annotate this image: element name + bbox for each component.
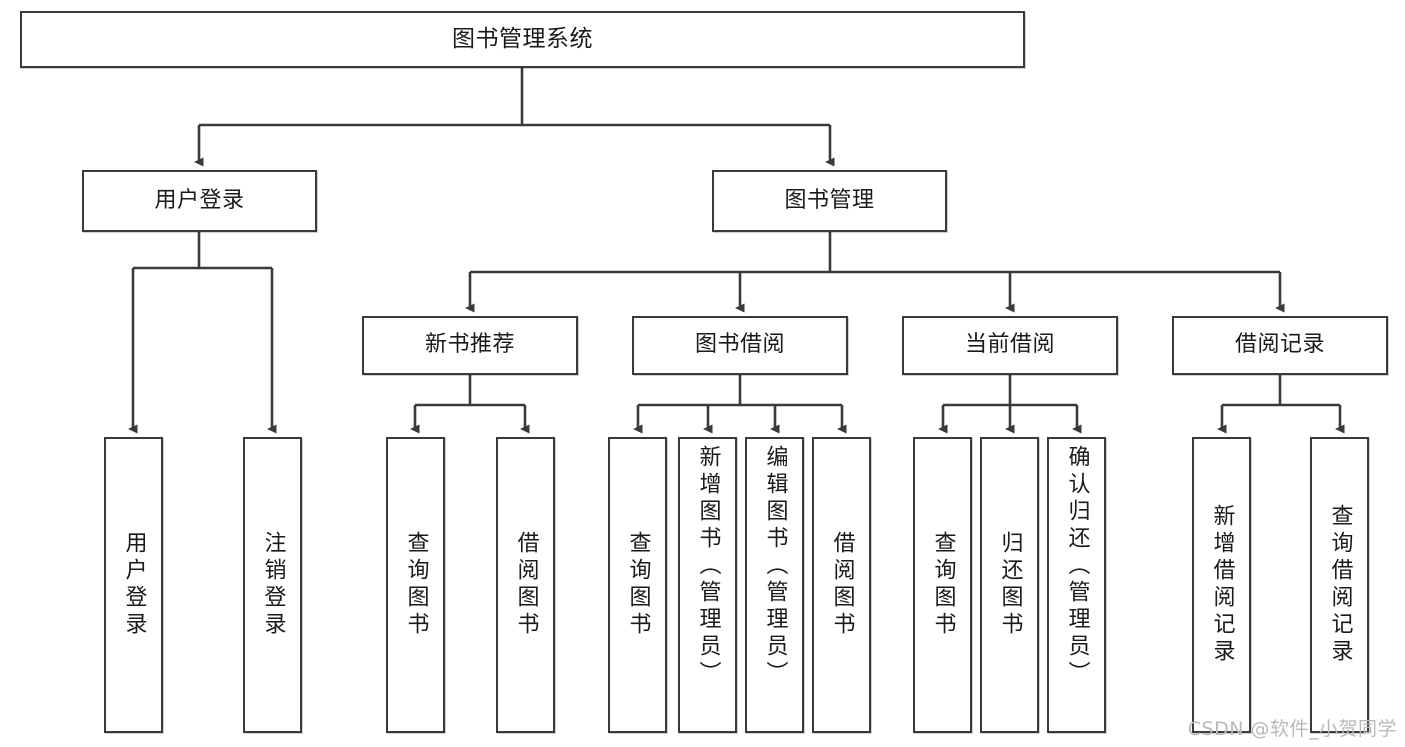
- node-label: 新增图书（管理员）: [695, 445, 721, 688]
- node-label: 图书借阅: [694, 332, 785, 358]
- leaf-recommend-borrow-book[interactable]: 借阅图书: [496, 437, 555, 733]
- leaf-record-add-record[interactable]: 新增借阅记录: [1192, 437, 1251, 733]
- node-book-borrow[interactable]: 图书借阅: [632, 316, 848, 375]
- leaf-record-query-record[interactable]: 查询借阅记录: [1310, 437, 1369, 733]
- leaf-borrow-query-book[interactable]: 查询图书: [608, 437, 667, 733]
- node-label: 归还图书: [997, 531, 1023, 639]
- node-label: 用户登录: [121, 531, 147, 639]
- leaf-current-return-book[interactable]: 归还图书: [980, 437, 1039, 733]
- node-book-management[interactable]: 图书管理: [712, 170, 947, 232]
- leaf-borrow-edit-book-admin[interactable]: 编辑图书（管理员）: [745, 437, 804, 733]
- leaf-current-query-book[interactable]: 查询图书: [913, 437, 972, 733]
- node-label: 查询图书: [403, 531, 429, 639]
- leaf-user-login-signin[interactable]: 用户登录: [104, 437, 163, 733]
- node-label: 图书管理: [784, 187, 875, 213]
- node-label: 新增借阅记录: [1209, 504, 1235, 666]
- node-label: 借阅图书: [829, 531, 855, 639]
- node-label: 新书推荐: [424, 332, 515, 358]
- leaf-borrow-add-book-admin[interactable]: 新增图书（管理员）: [678, 437, 737, 733]
- leaf-borrow-borrow-book[interactable]: 借阅图书: [812, 437, 871, 733]
- leaf-current-confirm-return-admin[interactable]: 确认归还（管理员）: [1047, 437, 1106, 733]
- leaf-user-login-signout[interactable]: 注销登录: [243, 437, 302, 733]
- node-root-system[interactable]: 图书管理系统: [20, 11, 1025, 68]
- node-label: 当前借阅: [964, 332, 1055, 358]
- node-label: 编辑图书（管理员）: [762, 445, 788, 688]
- node-current-borrow[interactable]: 当前借阅: [902, 316, 1118, 375]
- node-user-login[interactable]: 用户登录: [82, 170, 317, 232]
- node-label: 图书管理系统: [452, 25, 593, 52]
- node-label: 确认归还（管理员）: [1064, 445, 1090, 688]
- csdn-watermark: CSDN @软件_小贺同学: [1187, 718, 1397, 740]
- node-label: 注销登录: [260, 531, 286, 639]
- leaf-recommend-query-book[interactable]: 查询图书: [386, 437, 445, 733]
- node-label: 用户登录: [154, 187, 245, 213]
- node-new-book-recommend[interactable]: 新书推荐: [362, 316, 578, 375]
- node-label: 借阅图书: [513, 531, 539, 639]
- node-label: 查询借阅记录: [1327, 504, 1353, 666]
- node-borrow-record[interactable]: 借阅记录: [1172, 316, 1388, 375]
- node-label: 借阅记录: [1234, 332, 1325, 358]
- node-label: 查询图书: [930, 531, 956, 639]
- node-label: 查询图书: [625, 531, 651, 639]
